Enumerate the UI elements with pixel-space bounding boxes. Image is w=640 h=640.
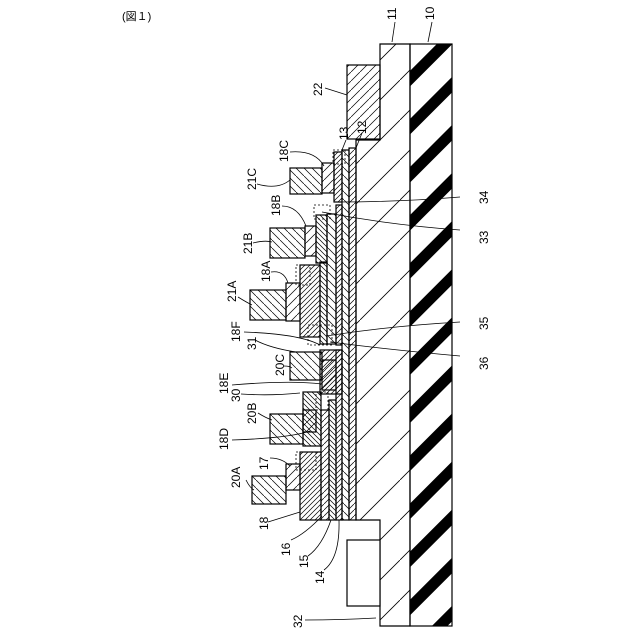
- label-21C: 21C: [245, 168, 259, 190]
- block-18D: [303, 410, 316, 432]
- label-18: 18: [257, 516, 271, 530]
- block-18A-top: [286, 283, 300, 321]
- block-18C-top: [322, 163, 334, 193]
- layer-14-upper: [336, 205, 342, 345]
- layer-18C: [334, 152, 342, 202]
- label-33: 33: [477, 230, 491, 244]
- layer-18: [300, 452, 321, 520]
- block-18B-top: [305, 226, 316, 256]
- label-12: 12: [355, 120, 369, 134]
- label-30: 30: [229, 388, 243, 402]
- region-32: [347, 540, 380, 606]
- label-35: 35: [477, 316, 491, 330]
- label-32: 32: [291, 614, 305, 628]
- label-20C: 20C: [273, 354, 287, 376]
- electrode-20C: [290, 352, 322, 380]
- label-31: 31: [245, 336, 259, 350]
- label-13: 13: [337, 126, 351, 140]
- electrode-20B: [270, 414, 303, 444]
- label-18F: 18F: [229, 321, 243, 342]
- block-17: [286, 464, 300, 490]
- figure-caption: (図１): [122, 10, 151, 23]
- label-21B: 21B: [241, 233, 255, 254]
- layer-18B: [316, 215, 327, 263]
- label-20B: 20B: [245, 403, 259, 424]
- label-36: 36: [477, 356, 491, 370]
- label-34: 34: [477, 190, 491, 204]
- label-16: 16: [279, 542, 293, 556]
- label-14: 14: [313, 570, 327, 584]
- label-11: 11: [385, 7, 399, 20]
- layer-13: [342, 150, 349, 520]
- label-18D: 18D: [217, 428, 231, 450]
- layer-15-upper: [327, 214, 336, 344]
- block-20C-base: [322, 360, 336, 390]
- layer-16: [321, 410, 329, 520]
- electrode-21B: [270, 228, 305, 258]
- label-21A: 21A: [225, 281, 239, 302]
- label-18B: 18B: [269, 195, 283, 216]
- electrode-21C: [290, 168, 322, 194]
- label-22: 22: [311, 82, 325, 96]
- label-20A: 20A: [229, 467, 243, 488]
- label-15: 15: [297, 554, 311, 568]
- label-18A: 18A: [259, 261, 273, 282]
- layer-12: [349, 148, 356, 520]
- electrode-21A: [250, 290, 286, 320]
- label-10: 10: [423, 6, 437, 20]
- electrode-20A: [252, 476, 286, 504]
- label-17: 17: [257, 456, 271, 470]
- label-18C: 18C: [277, 140, 291, 162]
- layer-15: [329, 400, 336, 520]
- layer-10-base: [410, 44, 452, 626]
- layer-16-upper: [320, 262, 327, 344]
